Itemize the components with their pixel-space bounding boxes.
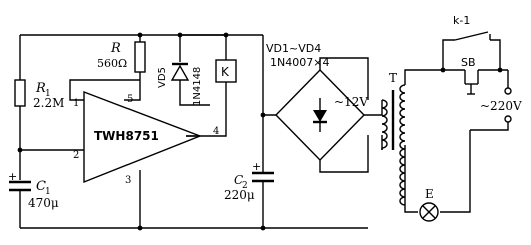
c1-sub: 1 xyxy=(45,187,51,197)
wiring xyxy=(17,32,509,231)
ac-voltage-label: ~220V xyxy=(480,99,522,113)
ic-twh8751: TWH8751 1 2 3 4 5 xyxy=(73,90,219,186)
mains-terminals: ~220V xyxy=(480,87,522,123)
vd5-part: 1N4148 xyxy=(192,67,203,106)
relay-contact-k1: k-1 xyxy=(453,14,491,41)
r1-sub: 1 xyxy=(45,89,51,99)
pin-2: 2 xyxy=(73,150,79,161)
r1-value: 2.2M xyxy=(33,96,64,110)
bridge-part: 1N4007×4 xyxy=(270,56,329,69)
pin-5: 5 xyxy=(127,94,133,105)
r-label: R xyxy=(110,41,121,56)
r-value: 560Ω xyxy=(97,57,127,70)
c2-value: 220μ xyxy=(224,188,255,202)
ic-label: TWH8751 xyxy=(94,129,159,143)
c1-value: 470μ xyxy=(28,196,59,210)
lamp-label: E xyxy=(425,187,434,201)
c1-label: C xyxy=(36,179,46,194)
r1-label: R xyxy=(35,81,46,96)
pin-4: 4 xyxy=(213,126,219,137)
c2-label: C xyxy=(234,173,243,187)
capacitor-c2: + C 2 220μ xyxy=(224,160,274,202)
diode-vd5: VD5 1N4148 xyxy=(157,62,203,106)
relay-k: K xyxy=(215,59,237,83)
resistor-r: R 560Ω xyxy=(97,41,146,73)
lamp-e: E xyxy=(419,187,439,222)
svg-text:+: + xyxy=(252,160,261,173)
svg-text:+: + xyxy=(8,170,17,183)
pin-3: 3 xyxy=(125,175,131,186)
c2-sub: 2 xyxy=(242,181,248,191)
switch-sb: SB xyxy=(461,56,479,95)
dc-voltage-label: ~12V xyxy=(334,95,368,109)
transformer-t: T xyxy=(381,71,406,206)
transformer-label: T xyxy=(389,71,397,85)
pin-1: 1 xyxy=(73,98,79,109)
bridge-rectifier: VD1~VD4 1N4007×4 xyxy=(266,42,365,162)
relay-label: K xyxy=(221,65,230,79)
resistor-r1: R 1 2.2M xyxy=(14,79,64,110)
bridge-label: VD1~VD4 xyxy=(266,42,321,55)
vd5-label: VD5 xyxy=(157,67,168,88)
capacitor-c1: + C 1 470μ xyxy=(8,170,59,210)
switch-label: SB xyxy=(461,56,476,69)
contact-label: k-1 xyxy=(453,14,470,27)
